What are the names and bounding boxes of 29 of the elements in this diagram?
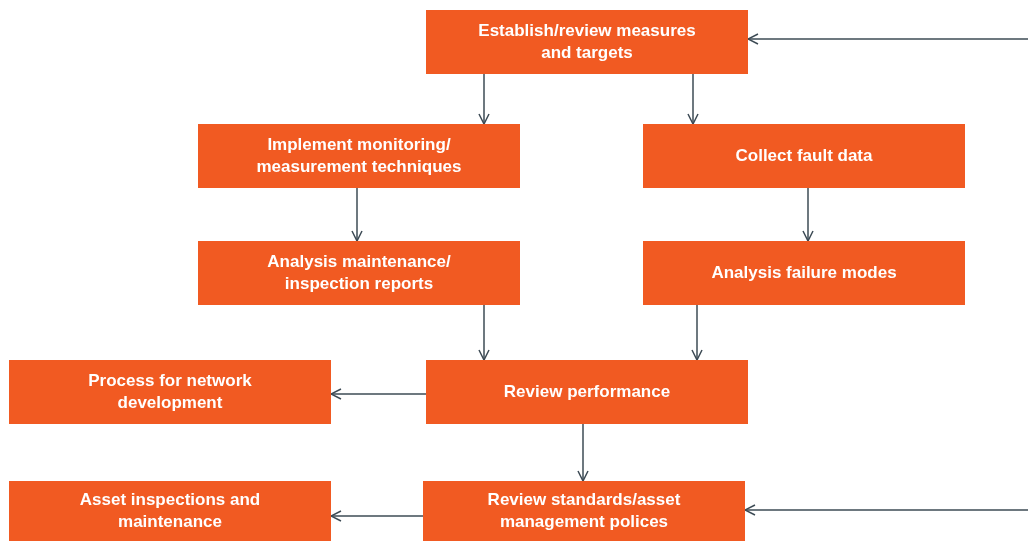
process-box [198, 124, 520, 188]
arrow [351, 187, 363, 242]
box-label: Implement monitoring/ measurement techniques [255, 134, 463, 178]
box-label: Collect fault data [735, 145, 873, 167]
box-label: Asset inspections and maintenance [78, 489, 262, 533]
process-box [426, 360, 748, 424]
arrow [744, 504, 1028, 516]
arrow [478, 73, 490, 125]
process-box [643, 124, 965, 188]
box-label: Analysis maintenance/ inspection reports [266, 251, 452, 295]
arrow [691, 304, 703, 361]
box-label: Review performance [503, 381, 671, 403]
arrow [687, 73, 699, 125]
box-label: Analysis failure modes [711, 262, 897, 284]
arrow [802, 187, 814, 242]
arrow [577, 423, 589, 482]
process-box [426, 10, 748, 74]
arrow [330, 510, 424, 522]
box-label: Review standards/asset management polices [486, 489, 682, 533]
process-box [423, 481, 745, 541]
box-label: Process for network development [87, 370, 253, 414]
process-box [9, 481, 331, 541]
process-box [198, 241, 520, 305]
process-box [9, 360, 331, 424]
arrow [478, 304, 490, 361]
box-label: Establish/review measures and targets [477, 20, 697, 64]
arrow [747, 33, 1028, 45]
process-box [643, 241, 965, 305]
arrow [330, 388, 427, 400]
